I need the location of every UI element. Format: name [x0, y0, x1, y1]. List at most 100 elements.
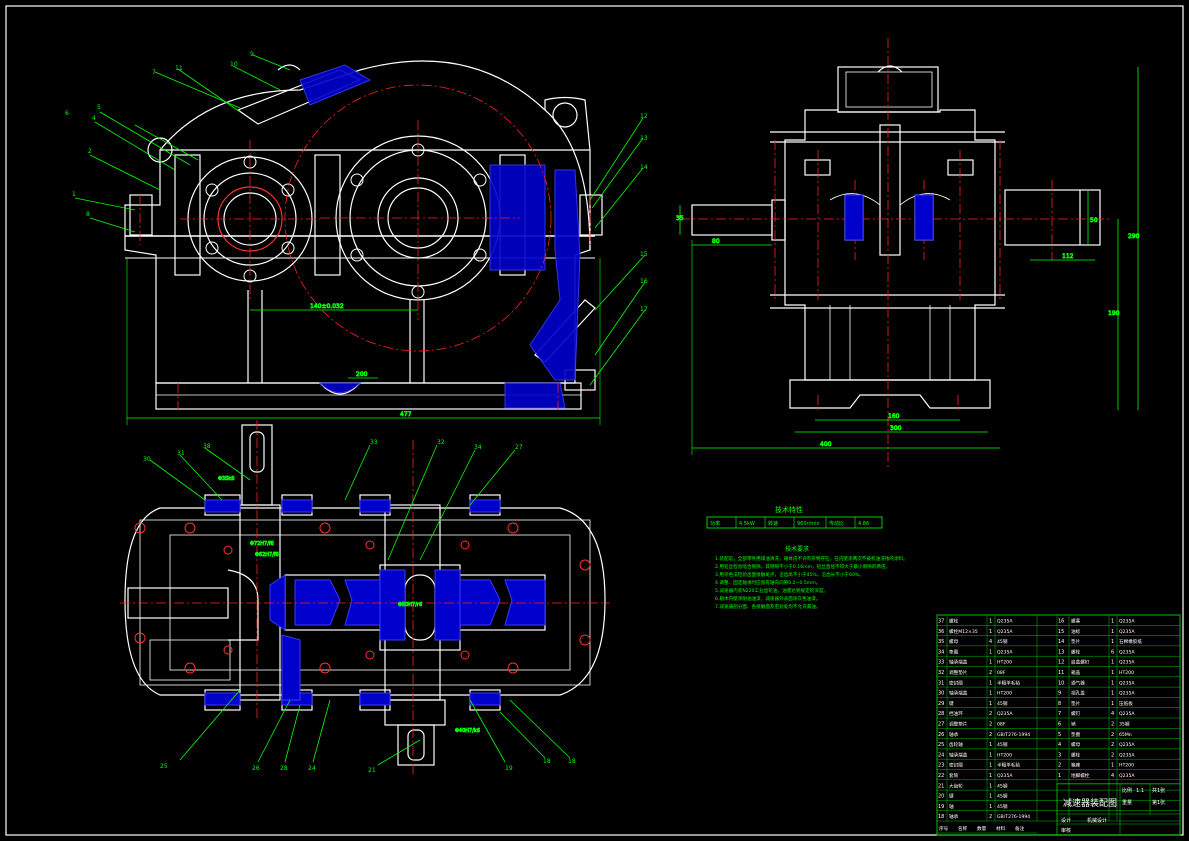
parts-row-material: 45钢 [997, 782, 1008, 789]
parts-row-number: 18 [938, 814, 944, 820]
parts-row-material: Q235A [1119, 660, 1135, 666]
parts-row-name: 螺栓 [1071, 648, 1081, 655]
svg-text:26: 26 [252, 765, 260, 772]
svg-text:17: 17 [640, 306, 648, 313]
parts-row-material: 石棉橡胶纸 [1119, 638, 1142, 645]
parts-row-name: 轴承 [949, 731, 959, 738]
parts-row-name: 齿轮轴 [949, 741, 963, 748]
dim-side-feet: 160 [888, 413, 900, 420]
parts-row-qty: 1 [1111, 691, 1114, 697]
checker-label: 审核 [1061, 827, 1071, 834]
parts-row-name: 螺栓 [949, 618, 959, 625]
parts-row-name: 箱盖 [1071, 669, 1081, 676]
dim-side-height: 290 [1128, 233, 1140, 240]
parts-row-qty: 1 [989, 752, 992, 758]
parts-row-qty: 1 [989, 783, 992, 789]
parts-row-number: 7 [1058, 711, 1061, 717]
dim-foot: 200 [356, 371, 368, 378]
tech-cell: 功率 [710, 520, 720, 527]
requirement-line: 3.用涂色法检验齿面接触斑点，沿齿高不小于45%，沿齿长不小于60%。 [715, 571, 864, 578]
svg-text:30: 30 [143, 456, 151, 463]
svg-text:10: 10 [230, 61, 238, 68]
parts-row-qty: 2 [1111, 742, 1114, 748]
svg-text:19: 19 [505, 765, 513, 772]
tech-cell: 4.86 [858, 521, 869, 527]
parts-row-number: 35 [938, 639, 944, 645]
dim-side-shaft-left: 80 [712, 238, 720, 245]
parts-header-label: 材料 [996, 825, 1006, 832]
parts-row-qty: 1 [989, 763, 992, 769]
parts-row-material: HT200 [997, 660, 1012, 666]
tech-requirements: 技术要求 1.装配前，全部零件用煤油清洗，箱体内不许有杂物存在。在内壁涂两次不被… [715, 545, 908, 610]
parts-row-material: Q235A [1119, 742, 1135, 748]
tech-cell: 4.5kW [739, 521, 755, 527]
parts-row-number: 34 [938, 649, 944, 655]
svg-text:4: 4 [92, 115, 96, 122]
parts-row-material: 半粗羊毛毡 [997, 762, 1020, 769]
svg-text:28: 28 [280, 765, 288, 772]
svg-text:9: 9 [250, 51, 254, 58]
parts-header-label: 名称 [958, 825, 968, 832]
parts-row-qty: 1 [989, 804, 992, 810]
svg-text:11: 11 [175, 65, 183, 72]
parts-row-name: 垫片 [1071, 700, 1081, 707]
parts-row-number: 20 [938, 794, 944, 800]
parts-row-number: 37 [938, 619, 944, 625]
parts-row-material: 08F [997, 722, 1006, 728]
dim-center-distance: 140±0.032 [310, 303, 344, 310]
parts-row-material: 08F [997, 670, 1006, 676]
sheet-label: 共1张 [1152, 787, 1165, 794]
parts-row-number: 26 [938, 732, 944, 738]
tech-cell: 传动比 [829, 520, 844, 527]
parts-row-name: 轴承端盖 [949, 751, 968, 758]
parts-row-name: 轴承端盖 [949, 659, 968, 666]
svg-text:7: 7 [152, 69, 156, 76]
parts-row-name: 调整垫片 [949, 669, 968, 676]
parts-row-material: Q235A [997, 619, 1013, 625]
parts-row-name: 键 [949, 700, 954, 707]
sheet-number: 第1张 [1152, 799, 1165, 806]
parts-row-qty: 2 [989, 814, 992, 820]
parts-row-number: 4 [1058, 742, 1061, 748]
parts-row-material: Q235A [997, 649, 1013, 655]
parts-header-label: 备注 [1015, 825, 1025, 832]
parts-row-qty: 1 [989, 649, 992, 655]
svg-text:32: 32 [437, 439, 445, 446]
parts-row-qty: 4 [1111, 711, 1114, 717]
requirement-line: 4.调整、固定轴承时应留有轴向间隙0.2~0.5mm。 [715, 579, 820, 586]
parts-row-name: 螺栓 [1071, 751, 1081, 758]
parts-row-number: 12 [1058, 660, 1064, 666]
svg-text:38: 38 [203, 443, 211, 450]
svg-text:27: 27 [515, 444, 523, 451]
parts-row-number: 23 [938, 763, 944, 769]
parts-row-material: HT200 [1119, 670, 1134, 676]
parts-row-qty: 1 [989, 794, 992, 800]
svg-text:1: 1 [72, 191, 76, 198]
requirement-line: 5.减速器内装N220工业齿轮油，油量达到规定的深度。 [715, 587, 828, 594]
parts-row-name: 螺塞 [1071, 618, 1081, 625]
top-view-hatching [204, 499, 546, 706]
parts-row-qty: 6 [1111, 649, 1114, 655]
scale-value: 1:1 [1136, 788, 1144, 794]
parts-row-name: 调整垫片 [949, 721, 968, 728]
top-view-centerlines [120, 420, 610, 775]
parts-row-name: 垫圈 [1071, 731, 1081, 738]
svg-text:18: 18 [568, 758, 576, 765]
tech-cell: 960r/min [797, 521, 820, 527]
parts-row-qty: 1 [989, 742, 992, 748]
tech-features-table: 技术特性 功率 4.5kW 转速 960r/min 传动比 4.86 [706, 505, 883, 529]
school-label: 机械设计 [1087, 817, 1107, 824]
parts-row-qty: 2 [989, 722, 992, 728]
parts-row-number: 28 [938, 711, 944, 717]
parts-row-name: 启盖螺钉 [1071, 659, 1090, 666]
parts-row-number: 9 [1058, 691, 1061, 697]
parts-row-qty: 1 [1111, 670, 1114, 676]
requirement-line: 7.减速器剖分面、各接触面及密封处均不允许漏油。 [715, 603, 820, 610]
svg-text:5: 5 [97, 104, 101, 111]
svg-text:21: 21 [368, 767, 376, 774]
parts-row-material: Q235A [997, 711, 1013, 717]
parts-row-material: Q235A [997, 629, 1013, 635]
parts-row-material: HT200 [997, 691, 1012, 697]
parts-row-qty: 1 [1111, 639, 1114, 645]
